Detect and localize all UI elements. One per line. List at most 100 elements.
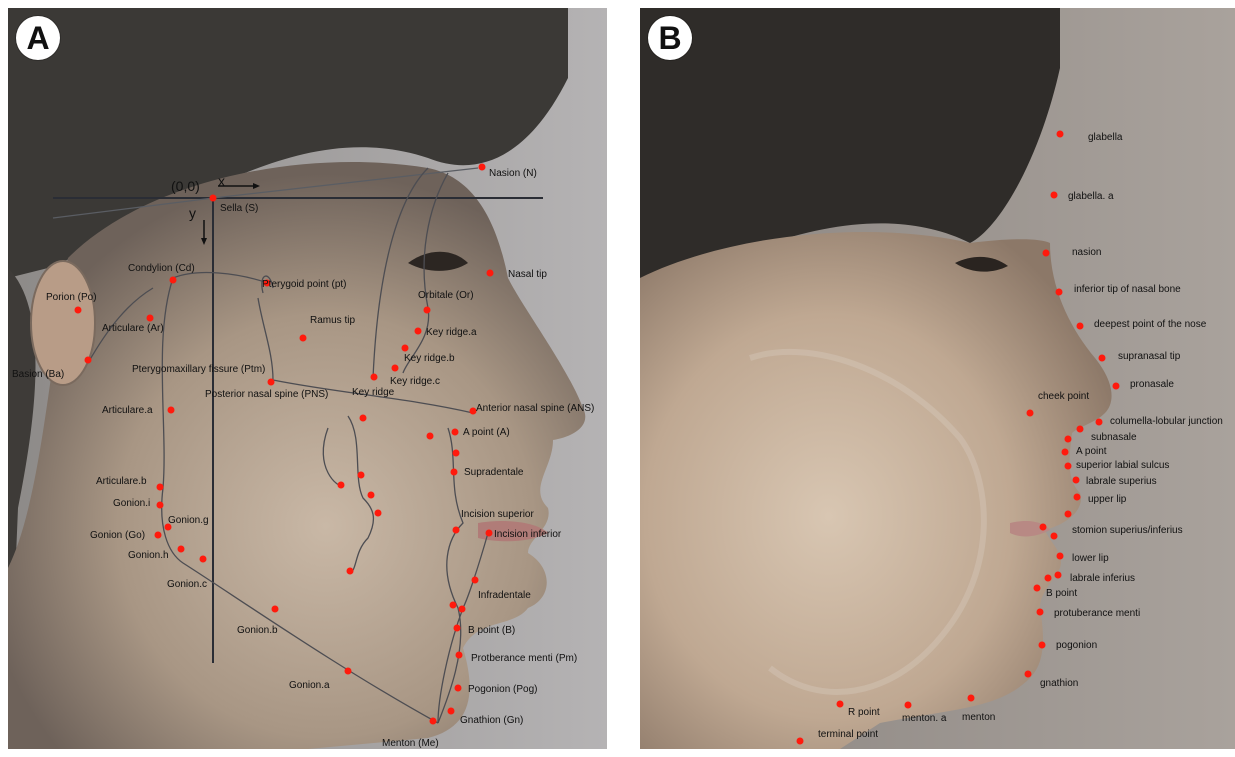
soft-tissue-profile-photo: glabella glabella. a nasion inferior tip… <box>640 8 1235 749</box>
landmark-dot <box>360 415 367 422</box>
panel-a: (0,0) x y <box>8 8 607 749</box>
landmark-dot <box>1113 383 1120 390</box>
landmark-dot <box>486 530 493 537</box>
landmark-dot <box>1037 609 1044 616</box>
landmark-dot <box>200 556 207 563</box>
landmark-label: Posterior nasal spine (PNS) <box>205 389 328 400</box>
landmark-label: B point <box>1046 588 1077 599</box>
landmark-dot <box>905 702 912 709</box>
landmark-label: menton <box>962 712 995 723</box>
landmark-dot <box>1057 553 1064 560</box>
axis-origin-label: (0,0) <box>171 178 200 194</box>
landmark-dot <box>300 335 307 342</box>
landmark-label: Incision superior <box>461 509 534 520</box>
landmark-dot <box>452 429 459 436</box>
landmark-dot <box>392 365 399 372</box>
landmark-label: terminal point <box>818 729 878 740</box>
landmark-dot <box>454 625 461 632</box>
landmark-dot <box>1096 419 1103 426</box>
landmark-label: Incision inferior <box>494 529 562 540</box>
landmark-dot <box>178 546 185 553</box>
landmark-dot <box>1027 410 1034 417</box>
landmark-dot <box>456 652 463 659</box>
landmark-label: Condylion (Cd) <box>128 263 195 274</box>
landmark-label: Articulare.a <box>102 405 153 416</box>
panel-b-badge: B <box>648 16 692 60</box>
landmark-label: Supradentale <box>464 467 524 478</box>
landmark-dot <box>168 407 175 414</box>
landmark-label: Protberance menti (Pm) <box>471 653 577 664</box>
landmark-label: Gonion.c <box>167 579 207 590</box>
ear-shape <box>31 261 95 385</box>
landmark-label: labrale inferius <box>1070 573 1135 584</box>
landmark-dot <box>455 685 462 692</box>
landmark-label: deepest point of the nose <box>1094 319 1207 330</box>
landmark-label: Pterygomaxillary fissure (Ptm) <box>132 364 265 375</box>
landmark-label: A point (A) <box>463 427 510 438</box>
landmark-dot <box>479 164 486 171</box>
landmark-dot <box>1077 323 1084 330</box>
landmark-dot <box>1077 426 1084 433</box>
landmark-label: Articulare (Ar) <box>102 323 164 334</box>
landmark-dot <box>459 606 466 613</box>
landmark-label: Infradentale <box>478 590 531 601</box>
landmark-label: Key ridge.c <box>390 376 440 387</box>
landmark-label: upper lip <box>1088 494 1127 505</box>
landmark-label: Gonion.b <box>237 625 278 636</box>
landmark-dot <box>797 738 804 745</box>
landmark-label: Pterygoid point (pt) <box>262 279 347 290</box>
panel-b: glabella glabella. a nasion inferior tip… <box>640 8 1235 749</box>
landmark-label: inferior tip of nasal bone <box>1074 284 1181 295</box>
landmark-dot <box>268 379 275 386</box>
landmark-dot <box>371 374 378 381</box>
landmark-dot <box>157 484 164 491</box>
landmark-label: glabella <box>1088 132 1123 143</box>
landmark-dot <box>1055 572 1062 579</box>
landmark-dot <box>147 315 154 322</box>
landmark-label: Articulare.b <box>96 476 147 487</box>
landmark-label: Pogonion (Pog) <box>468 684 538 695</box>
landmark-label: menton. a <box>902 713 947 724</box>
landmark-dot <box>210 195 217 202</box>
landmark-dot <box>1034 585 1041 592</box>
landmark-label: labrale superius <box>1086 476 1157 487</box>
landmark-dot <box>358 472 365 479</box>
landmark-label: pogonion <box>1056 640 1097 651</box>
landmark-dot <box>1073 477 1080 484</box>
landmark-dot <box>375 510 382 517</box>
landmark-label: Key ridge.b <box>404 353 455 364</box>
landmark-label: subnasale <box>1091 432 1137 443</box>
landmark-dot <box>1074 494 1081 501</box>
landmark-dot <box>1051 192 1058 199</box>
landmark-dot <box>272 606 279 613</box>
landmark-label: Gonion.a <box>289 680 330 691</box>
landmark-dot <box>402 345 409 352</box>
x-axis-label: x <box>218 173 225 189</box>
y-axis-label: y <box>189 205 196 221</box>
landmark-dot <box>1065 463 1072 470</box>
landmark-dot <box>1056 289 1063 296</box>
landmark-dot <box>430 718 437 725</box>
landmark-dot <box>424 307 431 314</box>
landmark-label: protuberance menti <box>1054 608 1140 619</box>
landmark-label: Gnathion (Gn) <box>460 715 523 726</box>
landmark-dot <box>1065 436 1072 443</box>
landmark-dot <box>472 577 479 584</box>
landmark-label: R point <box>848 707 880 718</box>
landmark-label: B point (B) <box>468 625 515 636</box>
landmark-label: nasion <box>1072 247 1101 258</box>
landmark-dot <box>338 482 345 489</box>
landmark-dot <box>85 357 92 364</box>
landmark-dot <box>368 492 375 499</box>
landmark-label: columella-lobular junction <box>1110 416 1223 427</box>
landmark-dot <box>1057 131 1064 138</box>
landmark-label: Nasion (N) <box>489 168 537 179</box>
panel-a-badge: A <box>16 16 60 60</box>
landmark-label: Anterior nasal spine (ANS) <box>476 403 594 414</box>
landmark-label: Basion (Ba) <box>12 369 64 380</box>
landmark-dot <box>345 668 352 675</box>
landmark-label: pronasale <box>1130 379 1174 390</box>
landmark-dot <box>1039 642 1046 649</box>
landmark-dot <box>1025 671 1032 678</box>
landmark-dot <box>1045 575 1052 582</box>
